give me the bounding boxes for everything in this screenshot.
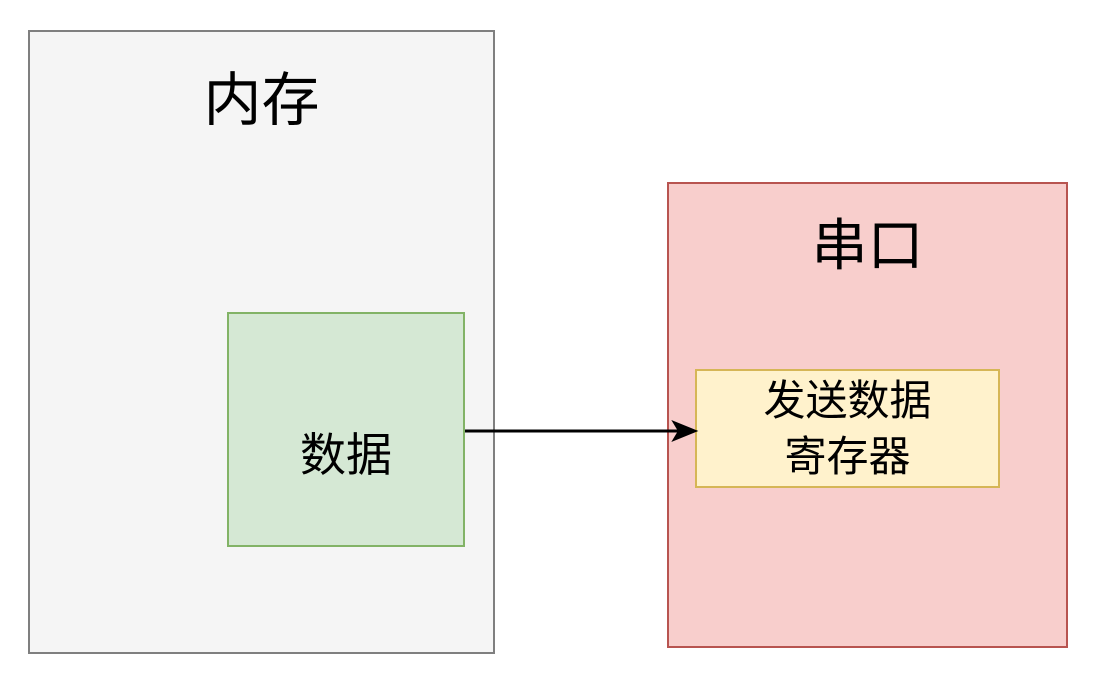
send-data-register-box bbox=[695, 369, 1000, 488]
send-data-register-label: 发送数据 寄存器 bbox=[695, 369, 1000, 488]
data-box-label: 数据 bbox=[300, 429, 392, 481]
send-data-register-label-line2: 寄存器 bbox=[784, 432, 911, 480]
serial-port-box-title: 串口 bbox=[811, 214, 924, 277]
send-data-register-label-line1: 发送数据 bbox=[763, 376, 932, 424]
memory-box-title: 内存 bbox=[203, 68, 320, 133]
data-box bbox=[227, 312, 465, 547]
